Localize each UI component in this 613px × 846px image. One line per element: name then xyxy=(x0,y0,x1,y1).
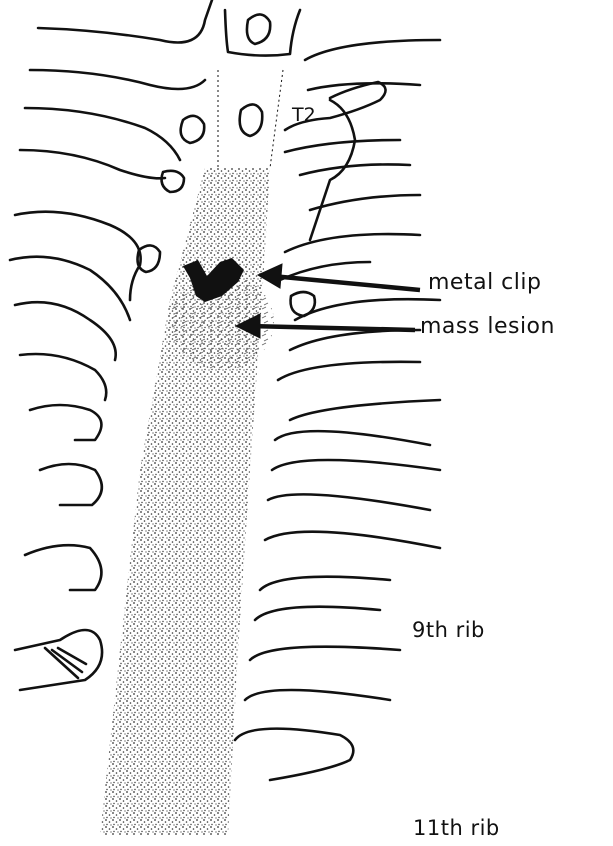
eleventh-rib-label: 11th rib xyxy=(413,818,500,839)
clip-arrow-line xyxy=(272,276,420,290)
mass-lesion-label: mass lesion xyxy=(420,316,555,338)
ninth-rib-label: 9th rib xyxy=(412,620,485,641)
mass-arrow-line xyxy=(250,326,415,330)
right-rib-contours xyxy=(235,40,440,780)
metal-clip-label: metal clip xyxy=(428,272,541,294)
upper-vertebra-outline xyxy=(218,70,283,168)
vertebra-t2-label: T2 xyxy=(292,106,316,125)
